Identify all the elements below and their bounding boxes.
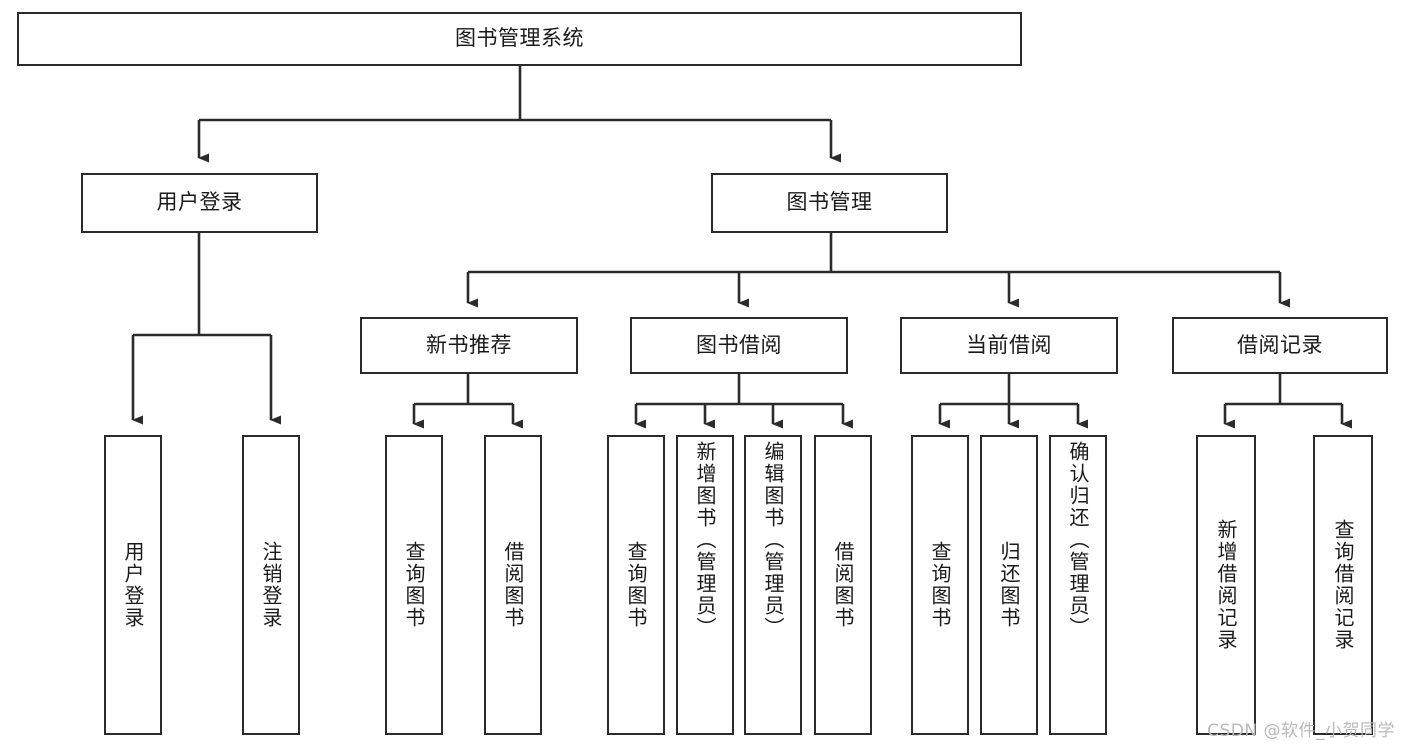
node-leaf-add-record-label: 新增借阅记录 bbox=[1214, 519, 1238, 651]
node-leaf-borrow-book-1-label: 借阅图书 bbox=[501, 541, 525, 629]
node-leaf-query-book-2-label: 查询图书 bbox=[624, 541, 648, 629]
node-leaf-query-record[interactable]: 查询借阅记录 bbox=[1313, 435, 1373, 735]
node-current-borrow-label: 当前借阅 bbox=[966, 332, 1052, 357]
node-leaf-borrow-book-2[interactable]: 借阅图书 bbox=[814, 435, 872, 735]
node-leaf-edit-book-label: 编辑图书（管理员） bbox=[761, 441, 785, 639]
node-leaf-query-book-1[interactable]: 查询图书 bbox=[385, 435, 443, 735]
node-book-borrow-label: 图书借阅 bbox=[696, 332, 782, 357]
node-root[interactable]: 图书管理系统 bbox=[17, 12, 1022, 66]
node-book-borrow[interactable]: 图书借阅 bbox=[630, 317, 848, 374]
node-borrow-record[interactable]: 借阅记录 bbox=[1172, 317, 1388, 374]
node-leaf-user-login-label: 用户登录 bbox=[121, 541, 145, 629]
node-user-login[interactable]: 用户登录 bbox=[81, 173, 318, 233]
node-leaf-user-logout[interactable]: 注销登录 bbox=[242, 435, 300, 735]
node-leaf-query-book-2[interactable]: 查询图书 bbox=[607, 435, 665, 735]
node-leaf-edit-book[interactable]: 编辑图书（管理员） bbox=[744, 435, 802, 735]
node-borrow-record-label: 借阅记录 bbox=[1237, 332, 1323, 357]
node-leaf-return-book-label: 归还图书 bbox=[997, 541, 1021, 629]
node-leaf-confirm-return-label: 确认归还（管理员） bbox=[1066, 441, 1090, 639]
node-new-book-recommend[interactable]: 新书推荐 bbox=[360, 317, 578, 374]
node-leaf-borrow-book-1[interactable]: 借阅图书 bbox=[484, 435, 542, 735]
node-leaf-query-book-3[interactable]: 查询图书 bbox=[911, 435, 969, 735]
node-leaf-confirm-return[interactable]: 确认归还（管理员） bbox=[1049, 435, 1107, 735]
node-leaf-add-record[interactable]: 新增借阅记录 bbox=[1196, 435, 1256, 735]
node-leaf-query-record-label: 查询借阅记录 bbox=[1331, 519, 1355, 651]
node-leaf-user-logout-label: 注销登录 bbox=[259, 541, 283, 629]
node-current-borrow[interactable]: 当前借阅 bbox=[900, 317, 1118, 374]
node-leaf-add-book-label: 新增图书（管理员） bbox=[693, 441, 717, 639]
node-book-manage[interactable]: 图书管理 bbox=[711, 173, 948, 233]
node-leaf-user-login[interactable]: 用户登录 bbox=[104, 435, 162, 735]
node-leaf-query-book-1-label: 查询图书 bbox=[402, 541, 426, 629]
node-root-label: 图书管理系统 bbox=[455, 26, 584, 51]
node-new-book-recommend-label: 新书推荐 bbox=[426, 332, 512, 357]
node-leaf-add-book[interactable]: 新增图书（管理员） bbox=[676, 435, 734, 735]
node-leaf-borrow-book-2-label: 借阅图书 bbox=[831, 541, 855, 629]
node-user-login-label: 用户登录 bbox=[156, 190, 243, 215]
node-leaf-query-book-3-label: 查询图书 bbox=[928, 541, 952, 629]
node-leaf-return-book[interactable]: 归还图书 bbox=[980, 435, 1038, 735]
node-book-manage-label: 图书管理 bbox=[786, 190, 873, 215]
